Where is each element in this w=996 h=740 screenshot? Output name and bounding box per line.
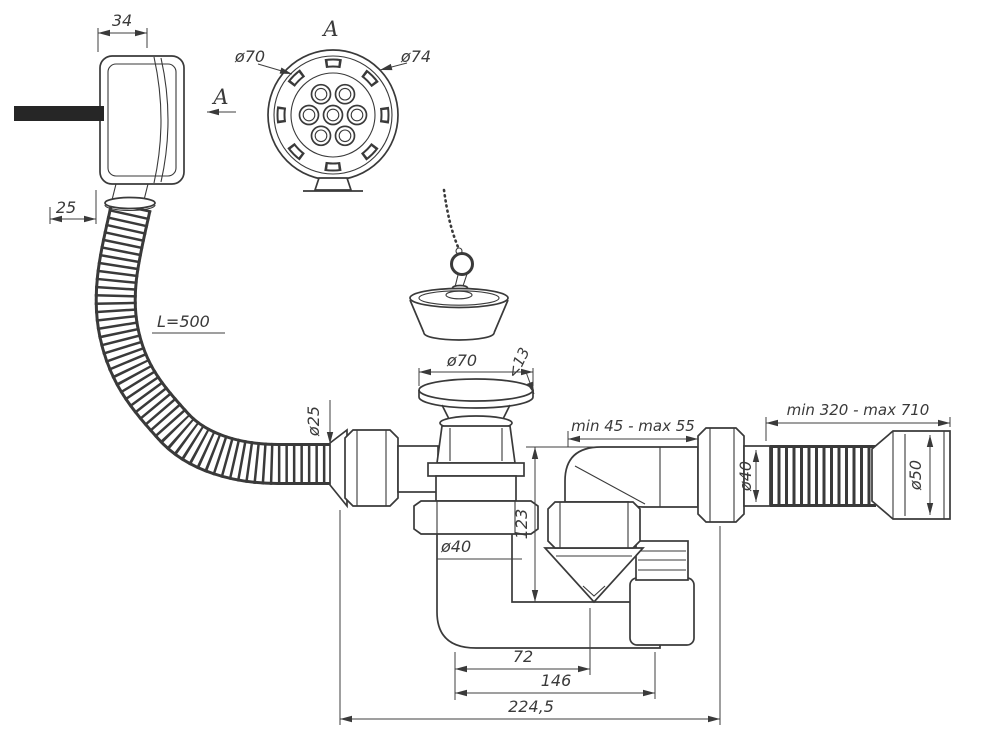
rubber-plug <box>409 287 509 309</box>
hose-length-label: L=500 <box>157 312 210 331</box>
drain-flange <box>418 378 534 402</box>
end-dia-label: ø50 <box>906 460 925 491</box>
grate-tab <box>313 177 353 191</box>
siphon-body <box>436 446 699 649</box>
overflow-box <box>99 55 185 185</box>
cleanout-cap <box>629 577 695 646</box>
trap-union-nut <box>547 501 641 549</box>
tailpipe-dia-label: ø40 <box>440 537 471 556</box>
overflow-neck <box>111 183 149 201</box>
outlet-union-nut <box>697 427 771 523</box>
horizontal-adjust-label: min 45 - max 55 <box>571 417 695 435</box>
dimensions: 34 25 A A ø70 ø74 L=500 ø25 ø70 <13 min … <box>49 11 951 725</box>
dim-72-label: 72 <box>513 647 533 666</box>
overflow-assembly <box>14 55 185 212</box>
grate-inner-dia-label: ø70 <box>234 47 265 66</box>
overflow-inlet-pipe <box>14 106 104 121</box>
dim-overall-label: 224,5 <box>508 697 554 716</box>
hose-dia-label: ø25 <box>304 406 323 437</box>
flange-height-label: <13 <box>503 345 533 381</box>
trap-height-label: 123 <box>512 509 531 540</box>
outlet-range-label: min 320 - max 710 <box>787 401 930 419</box>
grate-outer-dia-label: ø74 <box>400 47 431 66</box>
hose-cone <box>329 428 348 509</box>
trap-elbow-pipe <box>564 446 699 508</box>
view-direction-label: A <box>211 85 228 109</box>
drain-flange-dia-label: ø70 <box>446 351 477 370</box>
dim-25-label: 25 <box>56 198 76 217</box>
grate-holes <box>298 83 368 147</box>
grate-face-view <box>267 49 399 192</box>
union-nut-1 <box>344 429 399 507</box>
strainer-cup <box>436 425 516 464</box>
outlet-dia-label: ø40 <box>736 461 755 492</box>
section-view-label: A <box>321 17 338 41</box>
dim-146-label: 146 <box>541 671 572 690</box>
plug-chain <box>442 188 460 249</box>
corrugated-overflow-hose <box>94 201 338 485</box>
plug-and-chain <box>409 188 509 341</box>
plug-ring <box>450 252 474 276</box>
drain-strainer-body <box>413 378 539 535</box>
dim-34-label: 34 <box>112 11 132 30</box>
hose-union-nut <box>329 428 439 509</box>
